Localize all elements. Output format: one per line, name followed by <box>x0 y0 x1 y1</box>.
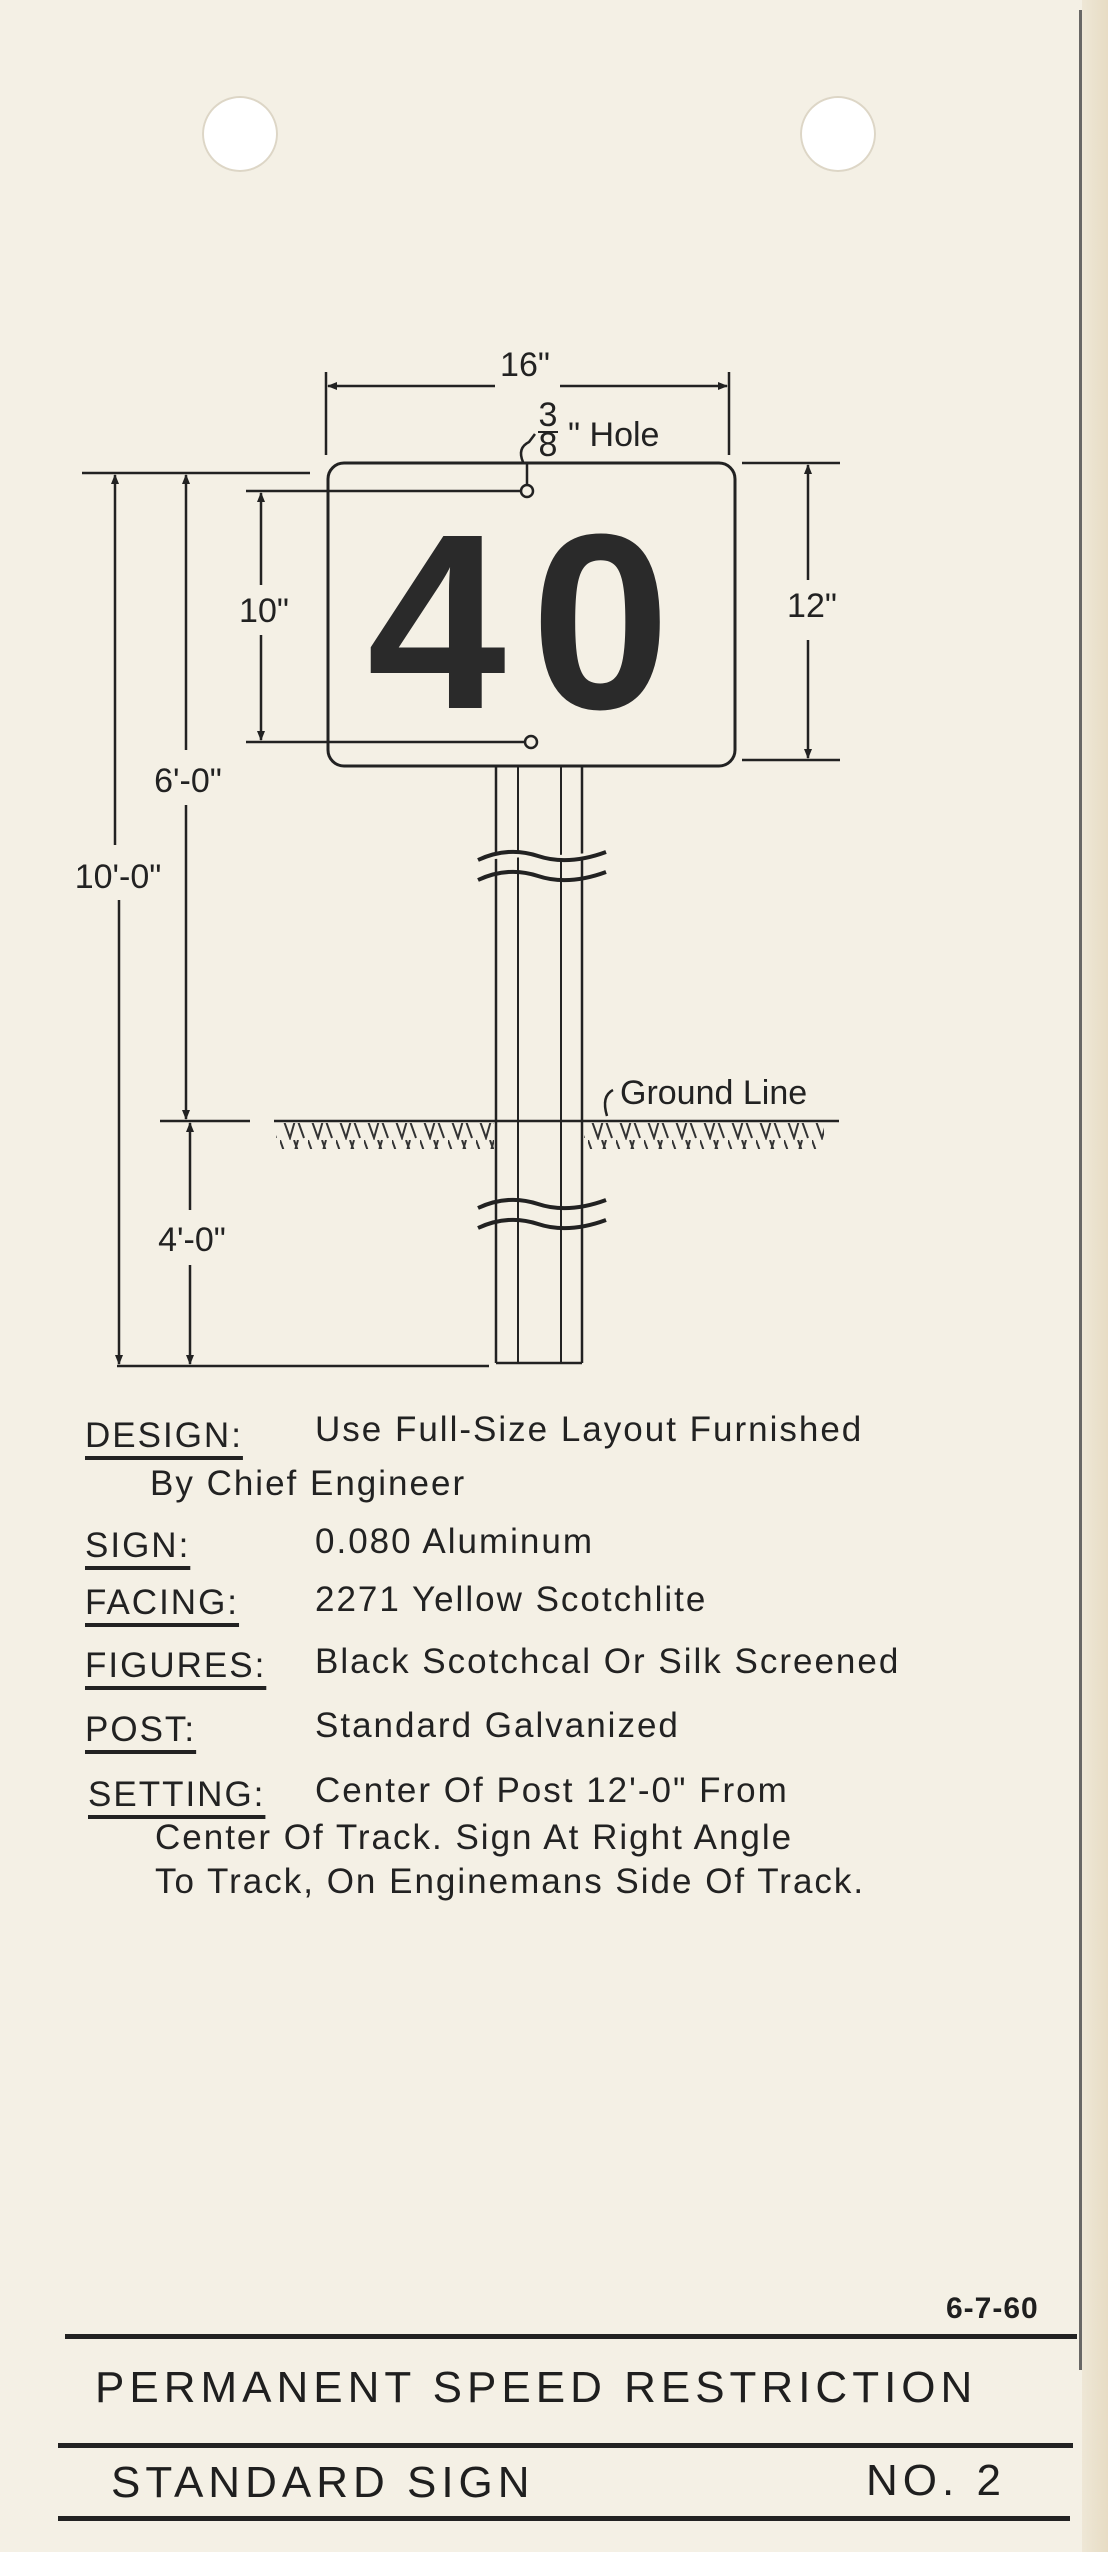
spec-value-facing: 2271 Yellow Scotchlite <box>315 1580 708 1619</box>
hole-label: " Hole <box>568 416 659 454</box>
height-above-ground-dimension: 6'-0" <box>154 762 222 800</box>
title-block-rule-middle <box>58 2443 1073 2448</box>
spec-value-setting: Center Of Post 12'-0" From <box>315 1771 789 1810</box>
sign-title: PERMANENT SPEED RESTRICTION <box>95 2363 978 2412</box>
ground-line-label: Ground Line <box>620 1074 807 1112</box>
spec-value-setting-cont-2: To Track, On Enginemans Side Of Track. <box>155 1862 866 1901</box>
spec-value-post: Standard Galvanized <box>315 1706 680 1745</box>
spec-label-figures: FIGURES: <box>85 1646 267 1685</box>
hole-fraction-numerator: 3 <box>539 396 558 434</box>
spec-value-sign: 0.080 Aluminum <box>315 1522 594 1561</box>
spec-value-figures: Black Scotchcal Or Silk Screened <box>315 1642 901 1681</box>
hole-fraction-denominator: 8 <box>539 426 558 464</box>
spec-value-design: Use Full-Size Layout Furnished <box>315 1410 864 1449</box>
sign-height-dimension: 12" <box>787 587 837 625</box>
sign-number: NO. 2 <box>866 2456 1006 2505</box>
title-block-rule-top <box>65 2334 1077 2339</box>
punch-hole-right <box>800 96 876 172</box>
spec-label-design: DESIGN: <box>85 1416 243 1455</box>
page-border-line <box>1079 10 1082 2370</box>
spec-value-design-cont: By Chief Engineer <box>150 1464 467 1503</box>
spec-value-setting-cont-1: Center Of Track. Sign At Right Angle <box>155 1818 794 1857</box>
width-dimension: 16" <box>500 346 550 384</box>
spec-label-facing: FACING: <box>85 1583 240 1622</box>
punch-hole-left <box>202 96 278 172</box>
sign-subtitle: STANDARD SIGN <box>111 2458 535 2507</box>
sign-speed-number: 40 <box>367 482 695 761</box>
ground-hatch-right <box>584 1123 824 1149</box>
spec-label-post: POST: <box>85 1710 197 1749</box>
ground-hatch-left <box>276 1123 494 1149</box>
spec-label-setting: SETTING: <box>88 1775 266 1814</box>
title-block-rule-bottom <box>58 2516 1070 2521</box>
embedment-dimension: 4'-0" <box>158 1221 226 1259</box>
total-length-dimension: 10'-0" <box>75 858 162 896</box>
sign-diagram: 16" 3 8 " Hole 40 12" 10" 6'-0" 10'-0" 4… <box>75 346 840 1368</box>
revision-date: 6-7-60 <box>946 2292 1039 2325</box>
spec-label-sign: SIGN: <box>85 1526 191 1565</box>
hole-spacing-dimension: 10" <box>239 592 289 630</box>
page-edge <box>1082 0 1108 2552</box>
